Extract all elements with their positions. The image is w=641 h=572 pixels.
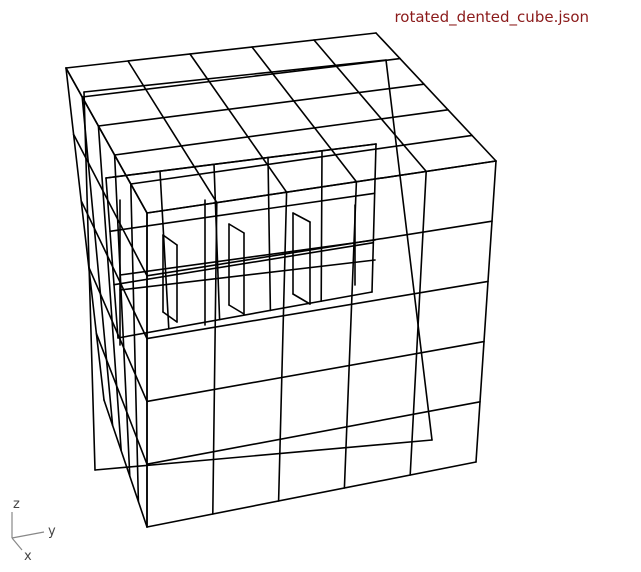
top-face-line [81, 57, 401, 98]
left-face-line [95, 332, 148, 466]
dent-face-line [320, 150, 323, 303]
x-axis-label: x [24, 549, 32, 564]
top-face-line [375, 32, 497, 162]
dent-face-line [117, 291, 373, 339]
y-axis-line [11, 531, 45, 539]
slab-panel-edge [292, 212, 311, 223]
dent-face-line [159, 170, 170, 330]
left-face-line [81, 96, 114, 427]
inner-box-edge [83, 91, 96, 471]
inner-box-edge [94, 439, 433, 471]
front-face-line [475, 160, 497, 463]
y-axis-label: y [48, 524, 56, 539]
top-face-line [65, 32, 377, 69]
left-face-line [103, 399, 148, 528]
front-face-line [212, 201, 218, 515]
top-face-line [251, 46, 358, 183]
front-face-line [146, 220, 493, 277]
top-face-line [189, 53, 288, 193]
top-face-line [130, 134, 473, 185]
dent-face-line [267, 156, 272, 312]
slab-panel-edge [162, 311, 178, 323]
dent-face-line [109, 192, 376, 233]
left-face-line [97, 125, 122, 452]
slab-panel-edge [162, 234, 178, 246]
dent-face-line [371, 143, 377, 293]
left-face-line [80, 200, 148, 340]
x-axis-line [11, 537, 23, 551]
top-face-line [97, 83, 425, 127]
cube-wireframe [65, 32, 497, 528]
top-face-line [113, 109, 449, 156]
left-face-line [72, 133, 148, 277]
z-axis-label: z [13, 497, 20, 512]
inner-box-edge [83, 59, 387, 93]
front-face-line [146, 340, 485, 403]
front-face-line [146, 280, 489, 340]
front-face-line [277, 191, 288, 502]
left-face-line [130, 183, 140, 503]
top-face-line [313, 39, 428, 173]
dent-edge [105, 143, 377, 179]
left-face-line [65, 67, 148, 214]
slab-panel-edge [228, 304, 245, 315]
inner-box-edge [119, 239, 376, 276]
inner-box-edge [385, 59, 433, 441]
dent-face-line [105, 177, 119, 339]
left-face-line [65, 67, 105, 401]
file-title: rotated_dented_cube.json [394, 8, 589, 26]
axis-triad: z y x [11, 497, 56, 564]
left-face-line [113, 154, 131, 478]
slab-panel-edge [292, 293, 311, 305]
slab-panel-edge [228, 223, 245, 234]
top-face-line [127, 60, 218, 204]
front-face-line [146, 461, 477, 528]
front-face-line [146, 400, 481, 466]
dent-face-line [213, 163, 221, 321]
inner-box-edge [119, 259, 376, 291]
